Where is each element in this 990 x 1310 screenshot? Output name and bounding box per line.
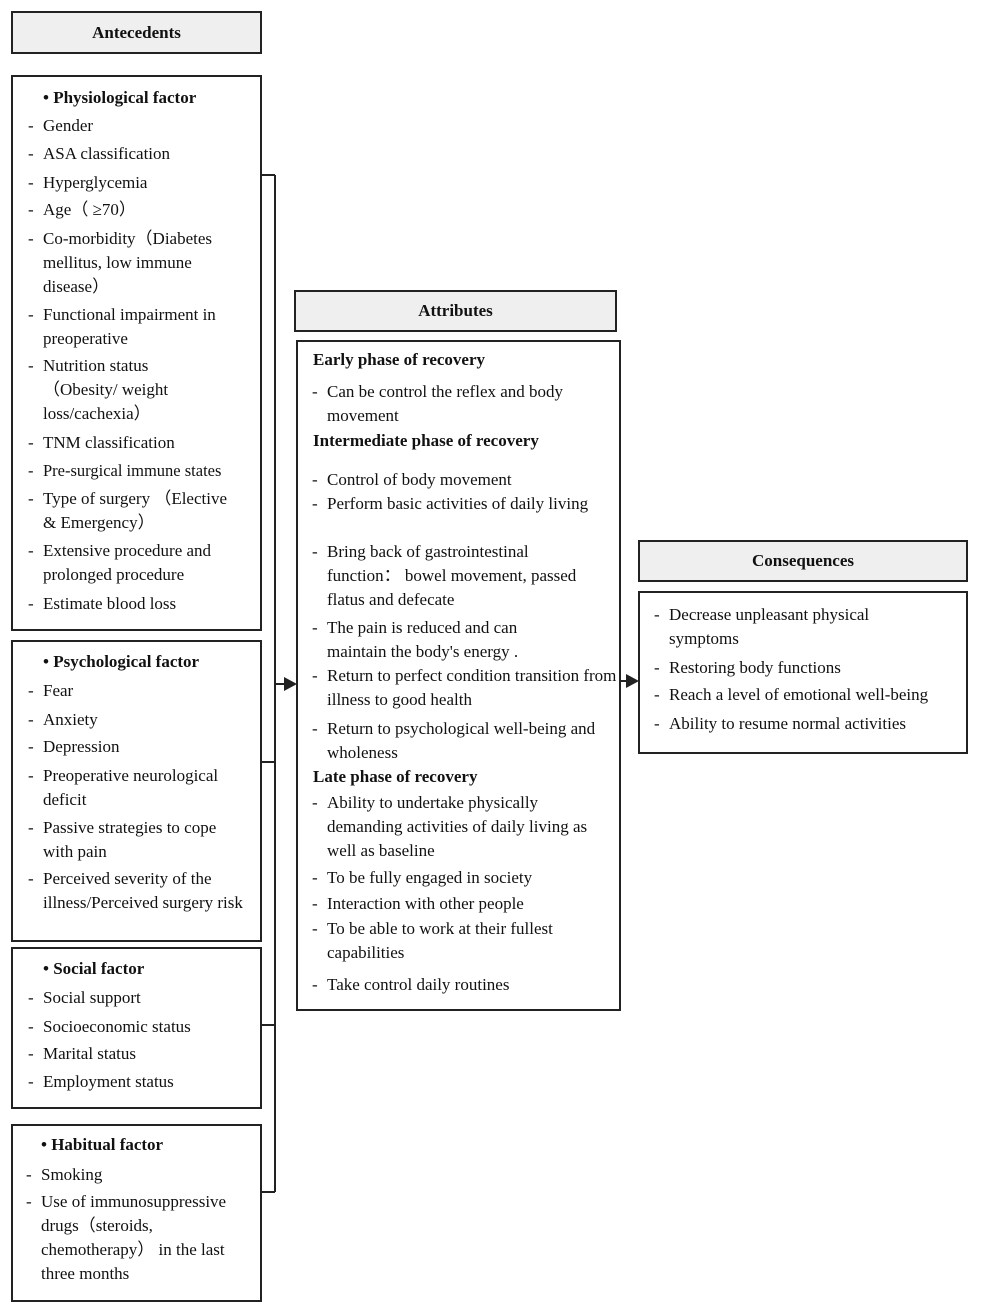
list-item: -Functional impairment in preoperative (28, 305, 216, 348)
list-item: -TNM classification (28, 433, 175, 452)
list-item: -Depression (28, 737, 120, 756)
list-item: -Hyperglycemia (28, 173, 148, 192)
list-item: -Age（ ≥70） (28, 200, 136, 219)
early-phase-title: Early phase of recovery (313, 350, 486, 369)
list-item: -Extensive procedure and prolonged proce… (28, 541, 212, 584)
habitual-factor-box: • Habitual factor -Smoking -Use of immun… (11, 1124, 262, 1302)
list-item: -Control of body movement (312, 470, 512, 489)
list-item: -Perceived severity of the illness/Perce… (28, 869, 243, 912)
intermediate-phase-title: Intermediate phase of recovery (313, 431, 539, 450)
list-item: -Social support (28, 988, 141, 1007)
list-item: -Return to psychological well-being and … (312, 719, 596, 762)
list-item: -Interaction with other people (312, 894, 524, 913)
bullet-icon: • (43, 88, 49, 107)
list-item: -Nutrition status （Obesity/ weight loss/… (28, 356, 169, 423)
social-title-text: Social factor (53, 959, 145, 978)
attributes-header: Attributes (294, 290, 617, 332)
list-item: -Passive strategies to cope with pain (28, 818, 217, 861)
attributes-header-label: Attributes (418, 301, 493, 320)
arrow-to-consequences-icon (626, 674, 639, 688)
consequences-header-label: Consequences (751, 551, 854, 570)
list-item: -Pre-surgical immune states (28, 461, 222, 480)
psychological-factor-title: • Psychological factor (43, 652, 199, 672)
physiological-factor-box: • Physiological factor -Gender -ASA clas… (11, 75, 262, 631)
social-factor-box: • Social factor -Social support -Socioec… (11, 947, 262, 1109)
antecedents-header: Antecedents (11, 11, 262, 54)
list-item: -Reach a level of emotional well-being (654, 685, 929, 704)
consequences-box: -Decrease unpleasant physical symptoms -… (638, 591, 968, 754)
arrow-to-attributes-icon (284, 677, 297, 691)
physiological-factor-title: • Physiological factor (43, 88, 196, 108)
attributes-box: Early phase of recovery -Can be control … (296, 340, 621, 1011)
late-phase-title: Late phase of recovery (313, 767, 478, 786)
list-item: -Fear (28, 681, 74, 700)
list-item: -Ability to undertake physically demandi… (312, 793, 588, 860)
list-item: -Preoperative neurological deficit (28, 766, 219, 809)
list-item: -Ability to resume normal activities (654, 714, 907, 733)
psychological-factor-box: • Psychological factor -Fear -Anxiety -D… (11, 640, 262, 942)
list-item: -To be fully engaged in society (312, 868, 533, 887)
list-item: -Estimate blood loss (28, 594, 177, 613)
list-item: -The pain is reduced and can maintain th… (312, 618, 519, 661)
bullet-icon: • (43, 959, 49, 978)
list-item: -Marital status (28, 1044, 137, 1063)
list-item: -Smoking (26, 1165, 103, 1184)
list-item: -Bring back of gastrointestinal function… (312, 542, 577, 609)
list-item: -To be able to work at their fullest cap… (312, 919, 553, 962)
physiological-title-text: Physiological factor (53, 88, 197, 107)
list-item: -Perform basic activities of daily livin… (312, 494, 589, 513)
habitual-title-text: Habitual factor (51, 1135, 164, 1154)
list-item: -Decrease unpleasant physical symptoms (654, 605, 870, 648)
bullet-icon: • (41, 1135, 47, 1154)
list-item: -Restoring body functions (654, 658, 841, 677)
list-item: -Anxiety (28, 710, 98, 729)
list-item: -Take control daily routines (312, 975, 510, 994)
list-item: -Return to perfect condition transition … (312, 666, 617, 709)
psychological-title-text: Psychological factor (53, 652, 200, 671)
list-item: -Socioeconomic status (28, 1017, 191, 1036)
list-item: -ASA classification (28, 144, 171, 163)
list-item: -Can be control the reflex and body move… (312, 382, 564, 425)
bullet-icon: • (43, 652, 49, 671)
list-item: -Employment status (28, 1072, 174, 1091)
antecedents-header-label: Antecedents (92, 22, 181, 42)
social-factor-title: • Social factor (43, 959, 144, 979)
consequences-header: Consequences (638, 540, 968, 582)
list-item: -Use of immunosuppressive drugs（steroids… (26, 1192, 227, 1283)
list-item: -Co-morbidity（Diabetes mellitus, low imm… (28, 229, 213, 296)
list-item: -Type of surgery （Elective & Emergency） (28, 489, 228, 532)
habitual-factor-title: • Habitual factor (41, 1135, 163, 1155)
list-item: -Gender (28, 116, 94, 135)
